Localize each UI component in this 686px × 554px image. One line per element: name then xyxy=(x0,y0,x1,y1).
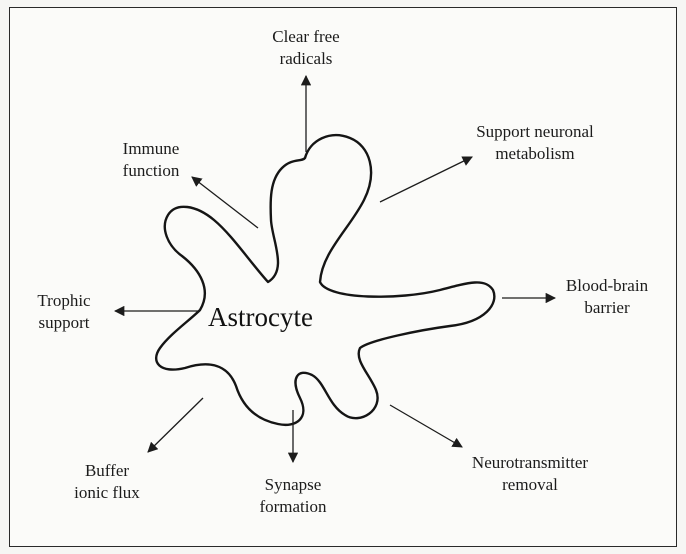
label-buffer-ionic-flux: Buffer ionic flux xyxy=(62,460,152,504)
arrow-immune-function xyxy=(192,177,258,228)
label-support-neuronal-metabolism: Support neuronal metabolism xyxy=(455,121,615,165)
arrow-neurotransmitter-removal xyxy=(390,405,462,447)
label-trophic-support: Trophic support xyxy=(20,290,108,334)
arrow-buffer-ionic-flux xyxy=(148,398,203,452)
label-immune-function: Immune function xyxy=(98,138,204,182)
astrocyte-label: Astrocyte xyxy=(208,302,313,333)
astrocyte-cell-outline xyxy=(156,135,494,425)
label-synapse-formation: Synapse formation xyxy=(238,474,348,518)
label-blood-brain-barrier: Blood-brain barrier xyxy=(552,275,662,319)
label-neurotransmitter-removal: Neurotransmitter removal xyxy=(455,452,605,496)
label-clear-free-radicals: Clear free radicals xyxy=(250,26,362,70)
